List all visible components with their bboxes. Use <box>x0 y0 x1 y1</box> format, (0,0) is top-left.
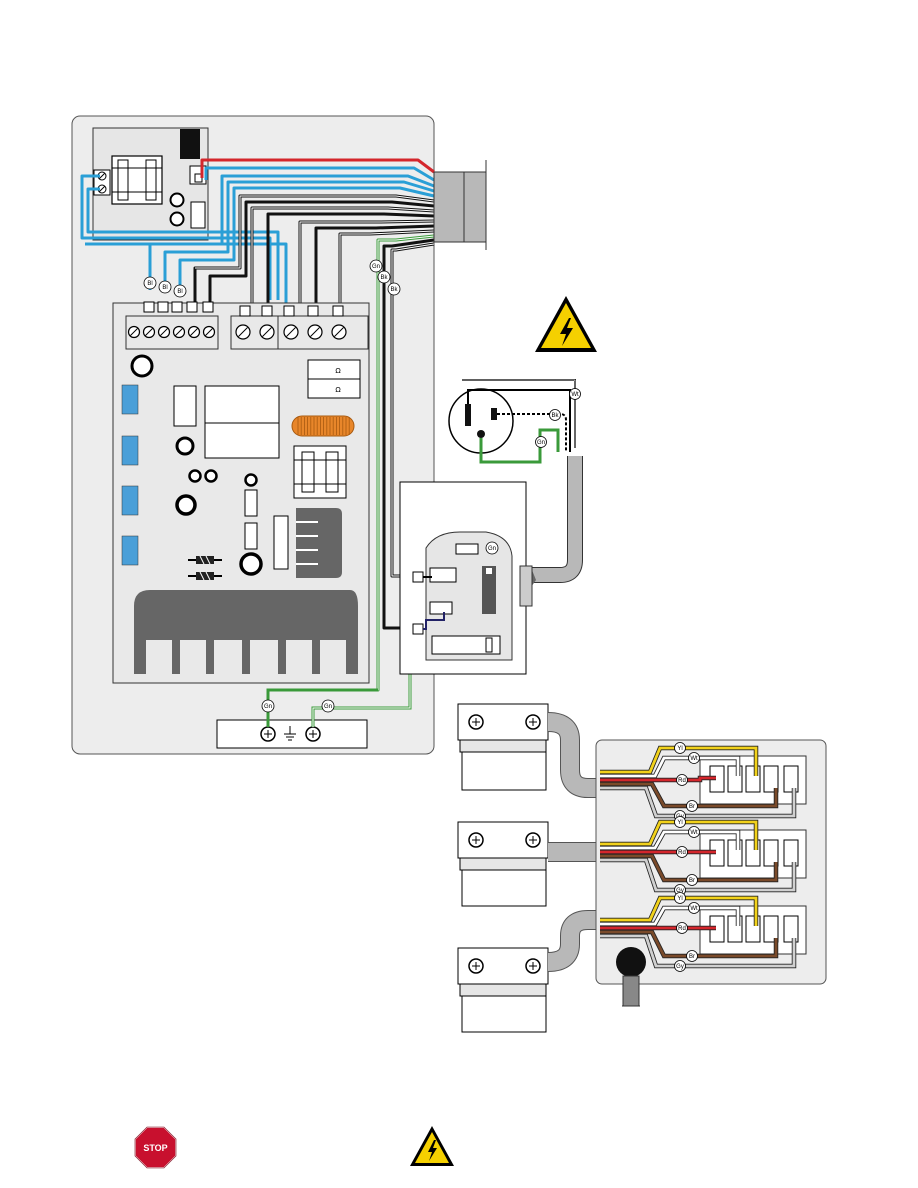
diode-2 <box>188 571 222 581</box>
wire-tag-yl: Yl <box>674 742 686 754</box>
junction-terminal <box>783 839 799 867</box>
wire-tag-rd: Rd <box>676 846 688 858</box>
receptacle-box <box>399 481 527 675</box>
terminal-screws <box>127 324 347 340</box>
svg-text:Gy: Gy <box>676 964 684 970</box>
junction-terminal <box>763 839 779 867</box>
ohm-label-1: Ω <box>335 367 341 375</box>
main-cable-bundle <box>433 160 487 250</box>
switch-assembly-1 <box>457 703 549 791</box>
ground-symbol-icon <box>284 726 296 741</box>
ground-terminal-bar <box>216 719 368 749</box>
wire-tag-bl-1: Bl <box>143 276 157 290</box>
svg-text:Wt: Wt <box>690 830 698 836</box>
wire-tag-wt: Wt <box>569 388 581 400</box>
wire-tag-rd: Rd <box>676 774 688 786</box>
svg-text:Gn: Gn <box>264 704 272 710</box>
wire-tag-bl-3: Bl <box>173 284 187 298</box>
wire-tag-bk-plug: Bk <box>549 409 561 421</box>
svg-text:STOP: STOP <box>143 1143 167 1153</box>
high-voltage-warning-icon-bottom <box>410 1126 454 1166</box>
svg-text:Rd: Rd <box>678 926 686 932</box>
svg-text:Yl: Yl <box>677 820 682 826</box>
wire-tag-yl: Yl <box>674 892 686 904</box>
power-cord <box>519 456 583 607</box>
blue-dip-switch-1 <box>121 384 139 415</box>
svg-text:Bk: Bk <box>551 413 559 419</box>
svg-text:Br: Br <box>689 878 695 884</box>
circuit-board: Ω Ω <box>112 301 370 684</box>
svg-text:Rd: Rd <box>678 850 686 856</box>
svg-text:Bk: Bk <box>380 275 388 281</box>
svg-text:Bl: Bl <box>177 289 182 295</box>
svg-text:Yl: Yl <box>677 746 682 752</box>
wire-tag-gn-outlet: Gn <box>485 541 499 555</box>
wire-tag-wt: Wt <box>688 826 700 838</box>
wire-tag-bl-2: Bl <box>158 280 172 294</box>
svg-text:Bl: Bl <box>147 281 152 287</box>
svg-text:Bl: Bl <box>162 285 167 291</box>
svg-text:Gn: Gn <box>324 704 332 710</box>
wire-tag-gy: Gy <box>674 960 686 972</box>
toroid-coil <box>291 415 355 437</box>
blue-dip-switch-2 <box>121 435 139 466</box>
blue-dip-switch-3 <box>121 485 139 516</box>
svg-text:Yl: Yl <box>677 896 682 902</box>
wire-tag-wt: Wt <box>688 902 700 914</box>
wire-tag-gn-1: Gn <box>369 259 383 273</box>
transformer-module <box>92 127 209 241</box>
wire-tag-gn-plug: Gn <box>535 436 547 448</box>
switch-assembly-3 <box>457 947 549 1033</box>
junction-terminal <box>763 915 779 943</box>
wire-tag-wt: Wt <box>688 752 700 764</box>
incoming-wires <box>80 158 435 720</box>
svg-text:Rd: Rd <box>678 778 686 784</box>
junction-terminal <box>783 765 799 793</box>
junction-terminal <box>783 915 799 943</box>
svg-text:Gn: Gn <box>488 546 496 552</box>
svg-text:Gy: Gy <box>676 888 684 894</box>
svg-text:Wt: Wt <box>690 906 698 912</box>
plug-face <box>448 379 576 464</box>
junction-box-wires <box>600 745 797 969</box>
svg-text:Br: Br <box>689 954 695 960</box>
wire-tag-br: Br <box>686 950 698 962</box>
wire-tag-rd: Rd <box>676 922 688 934</box>
high-voltage-warning-icon <box>535 296 597 352</box>
svg-text:Gn: Gn <box>372 264 380 270</box>
wire-tag-br: Br <box>686 874 698 886</box>
wire-tag-bk-2: Bk <box>387 282 401 296</box>
wire-tag-yl: Yl <box>674 816 686 828</box>
svg-text:Wt: Wt <box>690 756 698 762</box>
switch-cords <box>547 712 605 972</box>
svg-text:Bk: Bk <box>390 287 398 293</box>
svg-text:Gn: Gn <box>537 440 545 446</box>
diode-1 <box>188 555 222 565</box>
junction-terminal <box>763 765 779 793</box>
wire-tag-gn-2: Gn <box>261 699 275 713</box>
stop-sign-icon: STOP <box>134 1126 177 1169</box>
ohm-label-2: Ω <box>335 386 341 394</box>
wire-tag-bk-1: Bk <box>377 270 391 284</box>
svg-text:Br: Br <box>689 804 695 810</box>
wire-tag-br: Br <box>686 800 698 812</box>
svg-text:Wt: Wt <box>571 392 579 398</box>
blue-dip-switch-4 <box>121 535 139 566</box>
wire-tag-gn-3: Gn <box>321 699 335 713</box>
switch-assembly-2 <box>457 821 549 907</box>
